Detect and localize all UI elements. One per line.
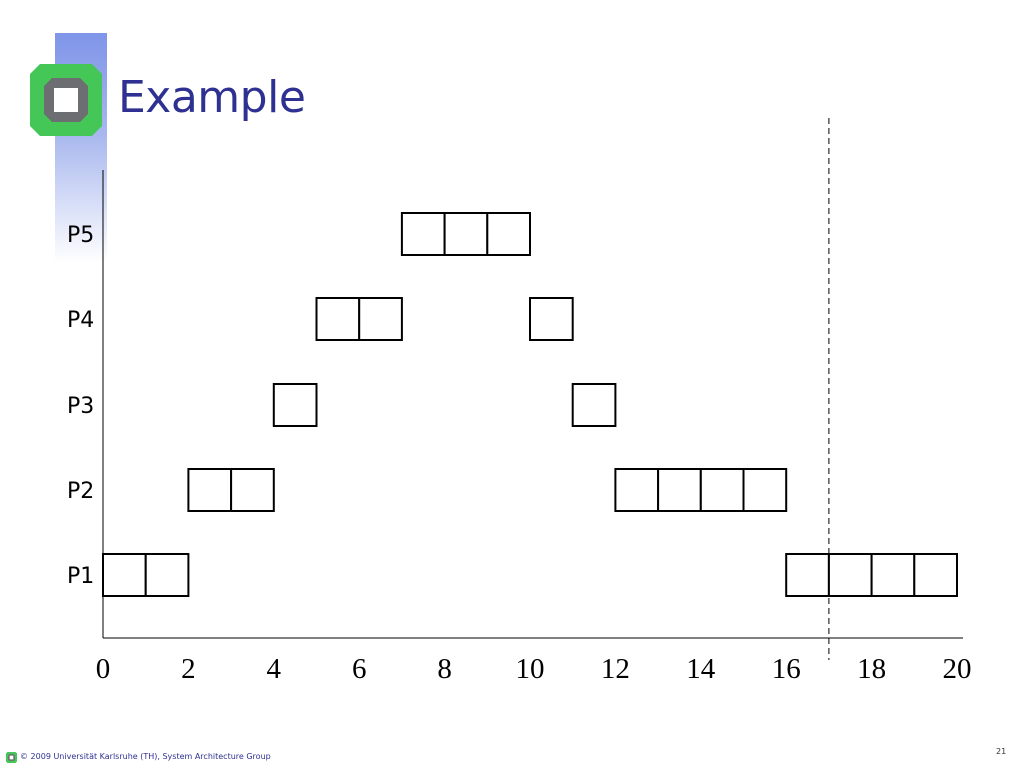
page-number: 21 xyxy=(996,747,1007,756)
slot-box-p3-4 xyxy=(272,383,318,427)
x-tick-label-14: 14 xyxy=(686,653,716,685)
slot-box-p1-16 xyxy=(785,553,830,597)
slot-box-p2-12 xyxy=(614,468,660,512)
x-tick-label-20: 20 xyxy=(943,653,972,685)
x-tick-label-10: 10 xyxy=(516,653,545,685)
slot-box-p2-15 xyxy=(742,468,788,512)
x-tick-label-2: 2 xyxy=(181,653,196,685)
x-tick-label-8: 8 xyxy=(437,653,452,685)
slot-box-p1-19 xyxy=(913,553,958,597)
slot-box-p5-8 xyxy=(443,212,489,256)
slot-box-p2-2 xyxy=(187,468,233,512)
slot-box-p2-3 xyxy=(230,468,275,512)
row-label-p1: P1 xyxy=(67,564,94,589)
row-label-p4: P4 xyxy=(67,308,94,333)
slot-box-p2-13 xyxy=(657,468,702,512)
slot-box-p1-1 xyxy=(144,553,190,597)
slot-box-p1-0 xyxy=(102,553,147,597)
row-label-p3: P3 xyxy=(67,394,94,419)
slot-box-p4-10 xyxy=(529,297,574,341)
x-tick-label-4: 4 xyxy=(267,653,282,685)
slot-box-p1-18 xyxy=(870,553,916,597)
footer-logo-icon xyxy=(6,752,17,763)
university-logo-icon xyxy=(30,64,102,136)
x-tick-label-6: 6 xyxy=(352,653,367,685)
row-label-p5: P5 xyxy=(67,223,94,248)
slot-box-p3-11 xyxy=(571,383,617,427)
x-tick-label-16: 16 xyxy=(772,653,801,685)
x-tick-label-0: 0 xyxy=(96,653,111,685)
slide-title: Example xyxy=(118,72,306,123)
row-label-p2: P2 xyxy=(67,479,94,504)
footer-copyright: © 2009 Universität Karlsruhe (TH), Syste… xyxy=(20,752,271,761)
slot-box-p5-7 xyxy=(400,212,446,256)
slot-box-p5-9 xyxy=(486,212,531,256)
slot-box-p2-14 xyxy=(699,468,745,512)
slot-box-p4-5 xyxy=(315,297,361,341)
x-tick-label-12: 12 xyxy=(601,653,630,685)
slot-box-p4-6 xyxy=(358,297,403,341)
x-tick-label-18: 18 xyxy=(857,653,886,685)
slot-box-p1-17 xyxy=(827,553,873,597)
